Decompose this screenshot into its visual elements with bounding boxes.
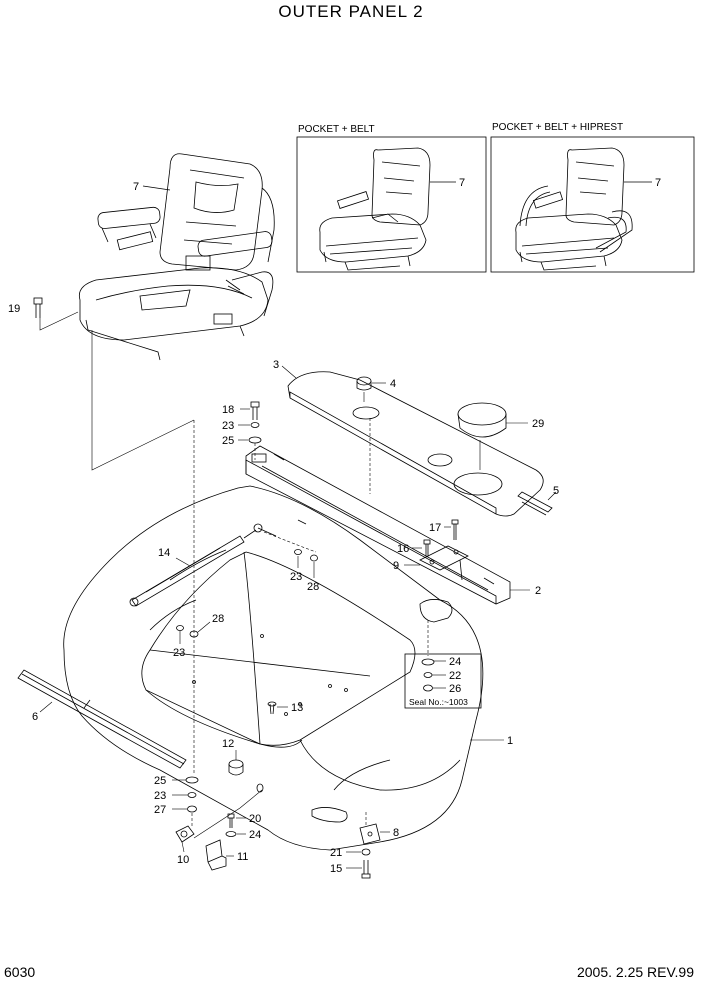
callout-23a: 23 [222,420,234,432]
knob-4 [356,376,372,402]
callout-22: 22 [449,670,461,682]
latch-8 [359,823,381,845]
washer-24a [421,658,435,666]
callout-15: 15 [330,863,342,875]
callout-19: 19 [8,303,20,315]
cup-holder-29 [457,402,507,470]
variant-label-pocket-belt: POCKET + BELT [298,124,375,135]
callout-17: 17 [429,522,441,534]
plug-13 [267,701,277,715]
gas-spring-14 [129,523,263,607]
seat-variant-pocket-belt [319,147,431,271]
callout-23d: 23 [154,790,166,802]
callout-28a: 28 [307,581,319,593]
callout-8: 8 [393,827,399,839]
callout-3: 3 [273,359,279,371]
variant-box-pocket-belt-hiprest [490,136,695,273]
nut-27 [187,805,197,813]
bolt-15 [361,860,371,879]
callout-28b: 28 [212,613,224,625]
callout-20: 20 [249,813,261,825]
cap-12 [228,759,244,776]
callout-26: 26 [449,683,461,695]
revision-label: 2005. 2.25 REV.99 [576,964,694,980]
seal-box [404,653,482,709]
bracket-11 [205,839,227,871]
nut-22 [423,672,433,678]
bolt-16 [423,539,431,556]
washer-23d [187,792,197,798]
callout-25a: 25 [222,435,234,447]
washer-23c [176,625,184,631]
callout-9: 9 [393,560,399,572]
callout-10: 10 [177,854,189,866]
callout-25b: 25 [154,775,166,787]
variant-label-pocket-belt-hiprest: POCKET + BELT + HIPREST [492,122,623,133]
callout-13: 13 [291,702,303,714]
callout-21: 21 [330,847,342,859]
callout-27: 27 [154,804,166,816]
washer-25a [248,436,262,444]
callout-6: 6 [32,711,38,723]
washer-28a [310,554,318,562]
bracket-frame-2 [245,445,511,605]
callout-1: 1 [507,735,513,747]
nut-21 [361,848,371,856]
callout-29: 29 [532,418,544,430]
bolt-18 [250,401,260,420]
page-number: 6030 [4,964,36,980]
washer-24b [225,831,237,837]
callout-18: 18 [222,404,234,416]
callout-16: 16 [397,543,409,555]
page-title: OUTER PANEL 2 [278,2,424,21]
seal-26 [423,684,433,692]
callout-12: 12 [222,738,234,750]
callout-4: 4 [390,378,396,390]
washer-23b [294,549,302,555]
callout-7b: 7 [459,177,465,189]
bolt-19 [33,297,43,318]
hinge-9 [419,545,469,581]
callout-23b: 23 [290,571,302,583]
latch-hole [256,783,264,793]
callout-24a: 24 [449,656,461,668]
callout-24b: 24 [249,829,261,841]
panel-cover-3 [287,371,544,517]
washer-23a [250,422,260,428]
rod-6 [17,669,187,769]
rail-5 [517,491,553,516]
outer-panel-1 [63,485,484,851]
seat-assembly [78,153,275,361]
washer-25b [185,776,199,784]
callout-2: 2 [535,585,541,597]
variant-box-pocket-belt [296,136,487,273]
callout-23c: 23 [173,647,185,659]
bolt-17 [451,519,459,540]
callout-11: 11 [237,851,248,863]
callout-14: 14 [158,547,170,559]
washer-28b [189,630,199,638]
callout-5: 5 [553,485,559,497]
latch-10 [175,825,195,843]
bolt-20 [227,813,235,828]
seal-note: Seal No.:~1003 [409,697,468,707]
callout-7a: 7 [133,181,139,193]
seat-variant-hiprest [515,147,633,271]
callout-7c: 7 [655,177,661,189]
